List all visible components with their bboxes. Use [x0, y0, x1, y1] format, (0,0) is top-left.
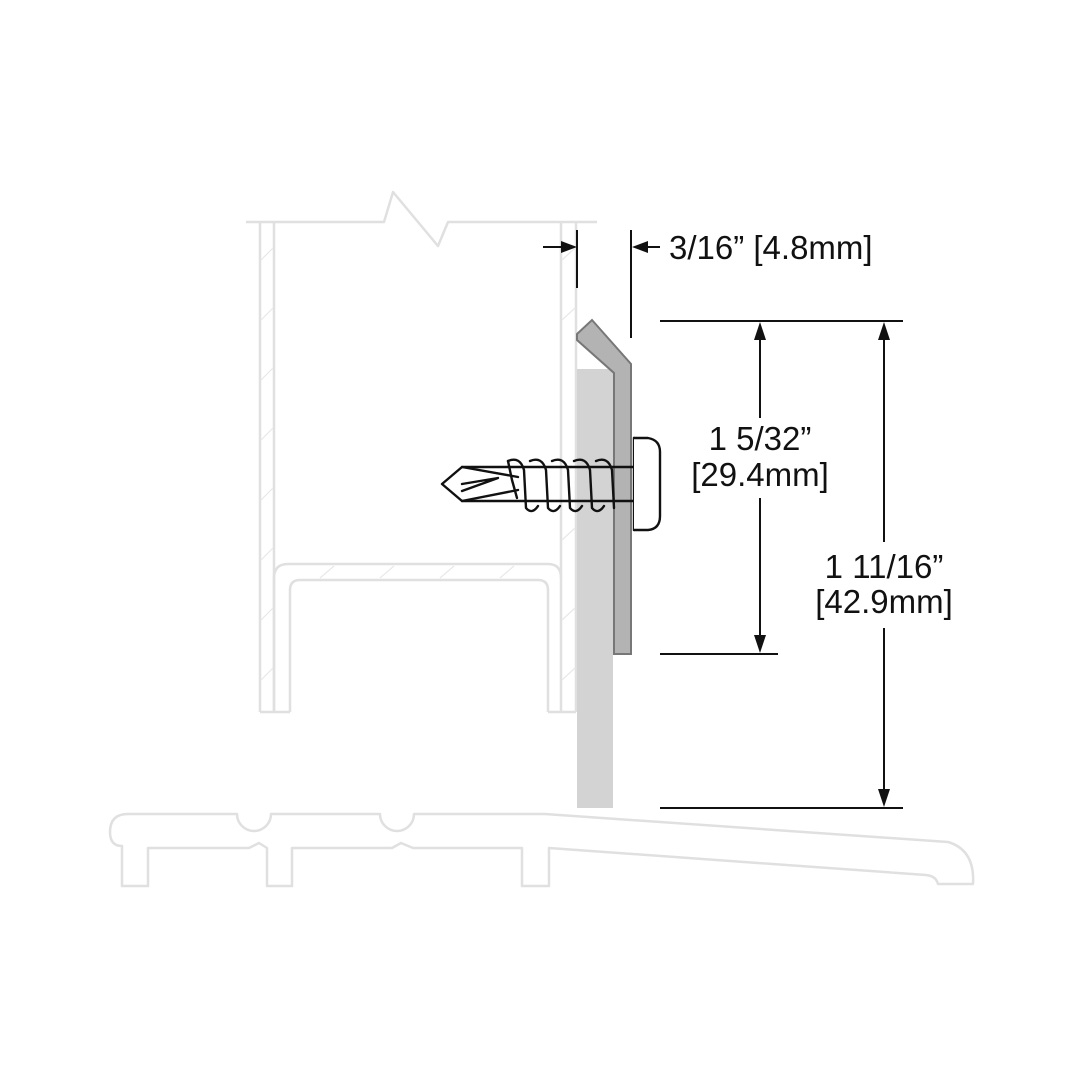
- door-frame-outline: [246, 190, 597, 714]
- total-arrow-top: [878, 322, 890, 340]
- gap-label: 3/16” [4.8mm]: [669, 229, 873, 266]
- total-height-imperial: 1 11/16”: [825, 548, 944, 585]
- gap-arrow-left: [632, 241, 648, 253]
- threshold-outline: [108, 812, 975, 888]
- flange-height-metric: [29.4mm]: [691, 456, 829, 493]
- gap-arrow-right: [561, 241, 577, 253]
- total-height-metric: [42.9mm]: [815, 583, 953, 620]
- frame-hatching: [260, 247, 576, 681]
- self-drilling-screw: [440, 436, 662, 532]
- extension-lines: [660, 320, 903, 809]
- flange-arrow-top: [754, 322, 766, 340]
- seal-insert: [577, 369, 613, 808]
- flange-height-imperial: 1 5/32”: [709, 420, 812, 457]
- total-arrow-bottom: [878, 789, 890, 807]
- sweep-bracket: [576, 318, 632, 655]
- gap-metric: [4.8mm]: [753, 229, 872, 266]
- gap-imperial: 3/16”: [669, 229, 744, 266]
- flange-arrow-bottom: [754, 635, 766, 653]
